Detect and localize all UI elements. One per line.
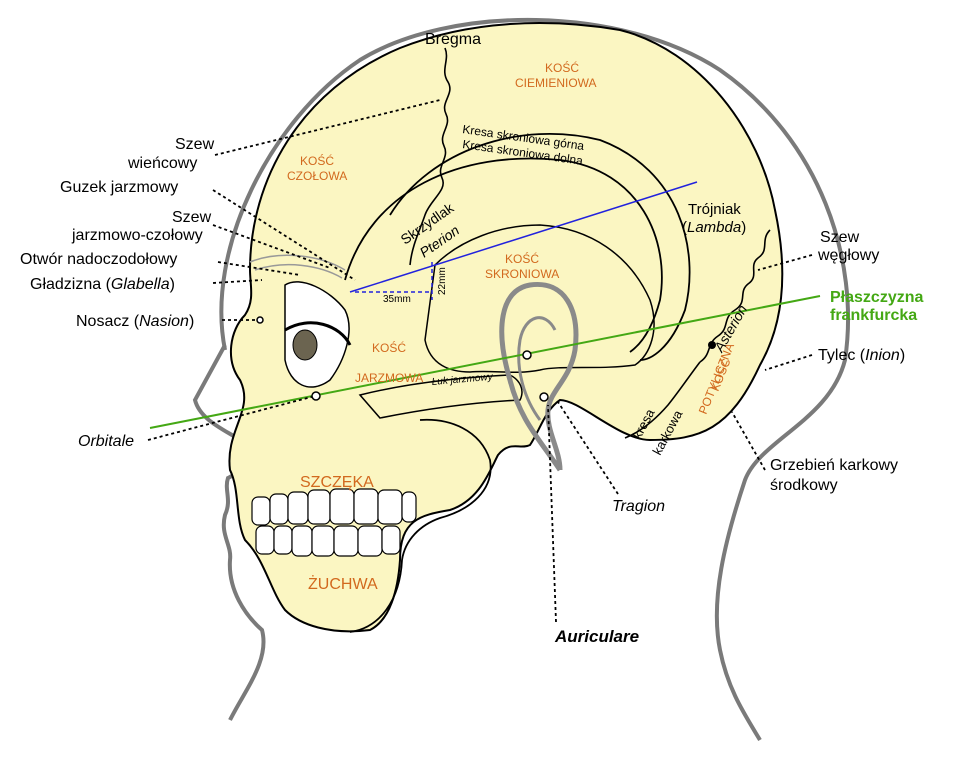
eyelid-line: [284, 321, 352, 346]
occipital-outline: [624, 361, 701, 439]
lambdoid-suture-label-1: Szew: [820, 229, 860, 246]
orbit-rim: [284, 281, 350, 388]
leader-lines: [147, 99, 813, 623]
zygomatic-arch-label: Łuk jarzmowy: [431, 372, 494, 388]
porion-dot: [522, 350, 532, 360]
lambda-label-2: (Lambda): [682, 219, 746, 236]
zygomatic-bone-label-2: JARZMOWA: [355, 371, 423, 385]
dim-22-label: 22mm: [437, 267, 448, 295]
ear-inner: [517, 316, 557, 421]
frontal-bone-label-2: CZOŁOWA: [287, 169, 347, 183]
temporal-bone-label-1: KOŚĆ: [505, 251, 539, 266]
lambda-label-1: Trójniak: [688, 201, 741, 218]
orbitale-dot: [311, 391, 321, 401]
coronal-suture-label-2: wieńcowy: [127, 155, 197, 172]
tragion-label: Tragion: [612, 498, 665, 515]
frontal-bone-label-1: KOŚĆ: [300, 153, 334, 168]
upper-teeth: [251, 488, 417, 526]
glabella-label: Gładzizna (Glabella): [30, 276, 175, 293]
frontozygomatic-suture-label-2: jarzmowo-czołowy: [71, 227, 203, 244]
parietal-bone-label-1: KOŚĆ: [545, 60, 579, 75]
lambdoid-suture: [699, 229, 771, 363]
inferior-temporal-line: [344, 157, 663, 353]
superior-temporal-line: [389, 133, 691, 361]
parietal-bone-label-2: CIEMIENIOWA: [515, 76, 597, 90]
nasion-label: Nosacz (Nasion): [76, 313, 194, 330]
zygomatic-tubercle-label: Guzek jarzmowy: [60, 179, 178, 196]
coronal-suture-label-1: Szew: [175, 136, 215, 153]
nasion-dot: [256, 316, 264, 324]
eye-iris: [292, 329, 318, 361]
auriculare-label: Auriculare: [554, 627, 639, 646]
mandible-outline: [349, 418, 492, 633]
zygomatic-arch: [358, 374, 523, 419]
frankfurt-plane-label-2: frankfurcka: [830, 307, 917, 324]
coronal-suture: [409, 47, 451, 266]
skull-shape: [228, 22, 784, 633]
orbitale-label: Orbitale: [78, 433, 134, 450]
maxilla-label: SZCZĘKA: [300, 474, 374, 491]
head-outline: [219, 18, 850, 742]
frankfurt-plane-label-1: Płaszczyzna: [830, 289, 923, 306]
temporal-bone-outline: [424, 224, 655, 374]
dim-35-label: 35mm: [383, 294, 411, 305]
frankfurt-plane-line: [149, 295, 821, 429]
external-occipital-crest-label-1: Grzebień karkowy: [770, 457, 898, 474]
lower-teeth: [255, 525, 401, 557]
auriculare-dot: [539, 392, 549, 402]
frontozygomatic-suture-label-1: Szew: [172, 209, 212, 226]
mandible-label: ŻUCHWA: [308, 574, 378, 593]
bregma-label: Bregma: [425, 31, 481, 48]
asterion-dot: [708, 341, 716, 349]
temporal-bone-label-2: SKRONIOWA: [485, 267, 559, 281]
external-occipital-crest-label-2: środkowy: [770, 477, 838, 494]
inion-label: Tylec (Inion): [818, 347, 905, 364]
lambdoid-suture-label-2: węgłowy: [817, 247, 879, 264]
blue-reference-line: [349, 181, 698, 293]
supraorbital-foramen-label: Otwór nadoczodołowy: [20, 251, 177, 268]
zygomatic-bone-label-1: KOŚĆ: [372, 340, 406, 355]
